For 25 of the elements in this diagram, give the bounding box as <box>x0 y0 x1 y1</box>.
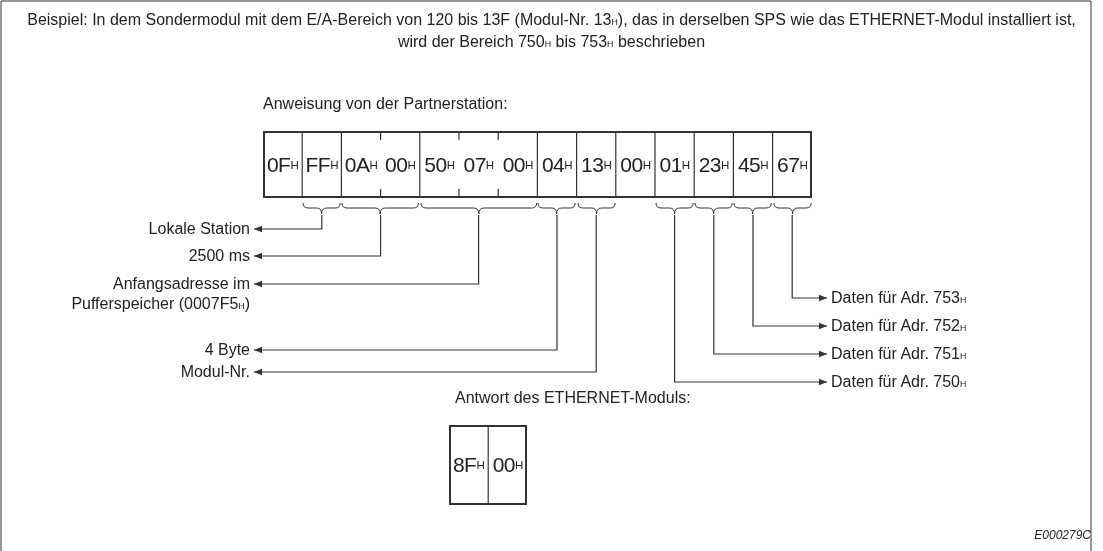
frame-heading: Antwort des ETHERNET-Moduls: <box>455 389 691 407</box>
leader-line <box>791 214 828 302</box>
leader-line <box>253 214 558 354</box>
leader-text: Lokale Station <box>148 219 250 239</box>
curly-brace <box>694 203 734 215</box>
curly-brace <box>341 203 420 215</box>
leader-line <box>752 214 828 330</box>
leader-text: Modul-Nr. <box>180 362 250 382</box>
frame-heading: Anweisung von der Partnerstation: <box>263 95 508 113</box>
figure-code: E000279C <box>1034 528 1091 542</box>
leader-text: 2500 ms <box>188 246 250 266</box>
leader-text: 4 Byte <box>204 340 250 360</box>
leader-line <box>253 214 597 376</box>
leader-line <box>253 214 323 233</box>
curly-brace <box>733 203 773 215</box>
leader-line <box>253 214 382 260</box>
leader-line <box>253 214 480 288</box>
curly-brace <box>655 203 695 215</box>
curly-brace <box>302 203 342 215</box>
leader-line <box>713 214 828 358</box>
curly-brace <box>419 203 538 215</box>
curly-brace <box>576 203 616 215</box>
curly-brace <box>772 203 812 215</box>
leader-line <box>674 214 828 386</box>
curly-brace <box>537 203 577 215</box>
